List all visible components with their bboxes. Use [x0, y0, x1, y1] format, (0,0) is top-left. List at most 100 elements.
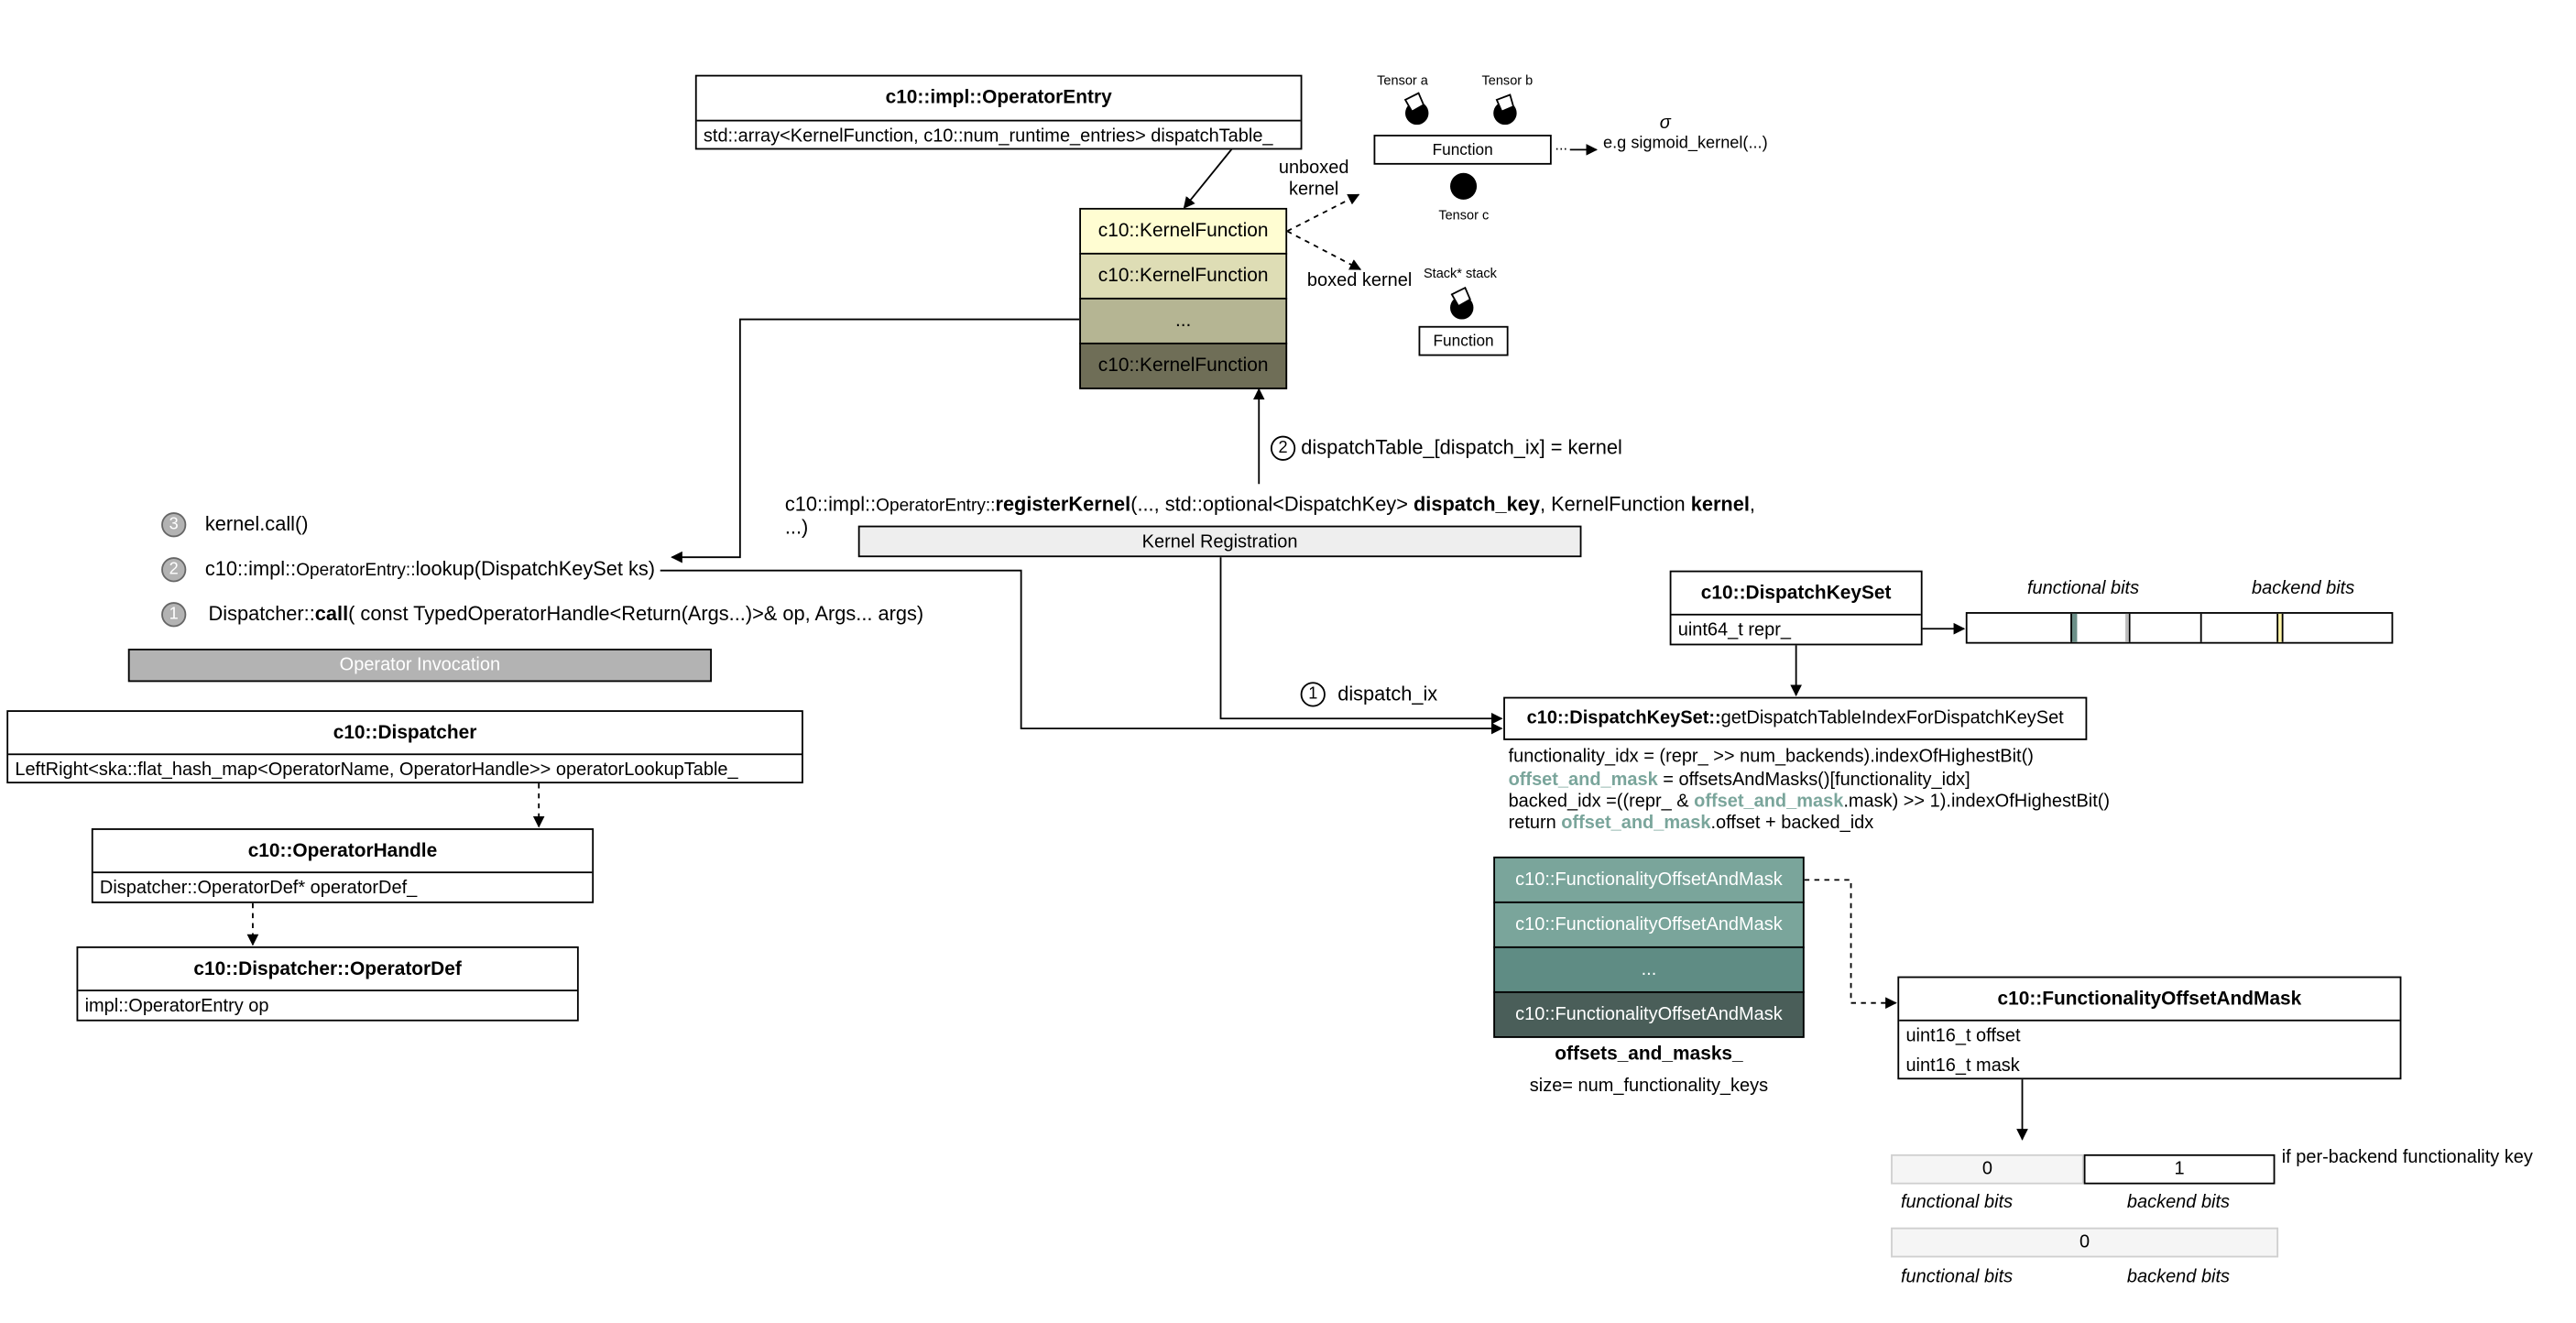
bit-marker-backend — [2276, 613, 2284, 642]
step1-dispatch-text: dispatch_ix — [1337, 682, 1438, 705]
mask-example-2-backend-label: backend bits — [2126, 1267, 2231, 1288]
sigma-symbol: σ — [1659, 113, 1671, 134]
mask-example-1-note: if per-backend functionality key — [2281, 1147, 2533, 1168]
invocation-step-3-text: kernel.call() — [204, 512, 309, 536]
stack-label: Stack* stack — [1423, 266, 1497, 281]
invocation-step-1-pre: Dispatcher:: — [208, 602, 315, 626]
bit-marker-gray — [2125, 613, 2129, 642]
code-line-3-var: offset_and_mask — [1694, 792, 1844, 812]
functionality-struct-mask: uint16_t mask — [1905, 1055, 2020, 1076]
mask-example-2-bar: 0 — [1891, 1227, 2279, 1258]
sig-class: OperatorEntry:: — [876, 495, 996, 516]
operator-invocation-bar: Operator Invocation — [127, 649, 712, 683]
sig-params-a: (..., std::optional<DispatchKey> — [1130, 492, 1414, 516]
invocation-step-1: 1 Dispatcher::call( const TypedOperatorH… — [161, 602, 924, 629]
tensor-a-label: Tensor a — [1377, 72, 1428, 89]
bit-divider-2 — [2199, 613, 2202, 642]
kernel-function-row: c10::KernelFunction — [1079, 252, 1288, 300]
sig-comma: , — [1749, 492, 1755, 516]
step2-register-line: 2 dispatchTable_[dispatch_ix] = kernel — [1270, 435, 1622, 462]
kernel-function-row: c10::KernelFunction — [1079, 207, 1288, 255]
boxed-function-box: Function — [1418, 325, 1509, 356]
mask-example-2-functional-label: functional bits — [1901, 1267, 2014, 1288]
mask-example-1-functional: 0 — [1891, 1154, 2084, 1185]
get-dispatch-index-box: c10::DispatchKeySet::getDispatchTableInd… — [1503, 696, 2088, 740]
invocation-step-1-post: ( const TypedOperatorHandle<Return(Args.… — [348, 602, 924, 626]
kernel-function-row: ... — [1079, 297, 1288, 344]
bit-divider-1 — [2128, 613, 2131, 642]
invocation-step-2-pre: c10::impl:: — [204, 557, 297, 581]
code-line-3-b: .mask) >> 1).indexOfHighestBit() — [1843, 792, 2111, 812]
code-line-4-var: offset_and_mask — [1561, 813, 1711, 834]
dispatcher-box: c10::Dispatcher LeftRight<ska::flat_hash… — [6, 710, 803, 784]
offsets-caption-size: size= num_functionality_keys — [1529, 1076, 1769, 1097]
invocation-step-2: 2 c10::impl::OperatorEntry::lookup(Dispa… — [161, 557, 655, 583]
invocation-step-2-small: OperatorEntry:: — [296, 560, 416, 581]
tensor-b-label: Tensor b — [1481, 72, 1534, 89]
functionality-struct-box: c10::FunctionalityOffsetAndMask uint16_t… — [1897, 976, 2402, 1080]
keyset-bit-array — [1965, 612, 2394, 644]
dispatch-keyset-box: c10::DispatchKeySet uint64_t repr_ — [1669, 570, 1923, 646]
sig-method: registerKernel — [995, 492, 1131, 516]
mask-example-1-functional-label: functional bits — [1901, 1192, 2014, 1213]
code-line-4: return offset_and_mask.offset + backed_i… — [1509, 814, 1874, 834]
kernel-function-row: c10::KernelFunction — [1079, 342, 1288, 389]
operator-handle-title: c10::OperatorHandle — [93, 830, 593, 874]
dispatch-keyset-field: uint64_t repr_ — [1677, 620, 1791, 640]
tensor-c-label: Tensor c — [1438, 207, 1490, 224]
tensor-c-dot-icon — [1450, 172, 1478, 200]
step1-dispatch-line: 1 dispatch_ix — [1300, 682, 1438, 708]
functionality-offset-row: c10::FunctionalityOffsetAndMask — [1493, 901, 1805, 948]
operator-def-field: impl::OperatorEntry op — [84, 996, 269, 1017]
functionality-offset-row: ... — [1493, 946, 1805, 993]
code-line-1: functionality_idx = (repr_ >> num_backen… — [1508, 747, 2034, 767]
functionality-offset-row: c10::FunctionalityOffsetAndMask — [1493, 856, 1805, 903]
code-line-4-b: .offset + backed_idx — [1710, 813, 1874, 834]
register-kernel-signature: c10::impl::OperatorEntry::registerKernel… — [785, 492, 1755, 515]
invocation-step-3: 3 kernel.call() — [161, 512, 309, 538]
invocation-step-2-post: lookup(DispatchKeySet ks) — [415, 557, 656, 581]
sig-namespace: c10::impl:: — [784, 492, 877, 516]
invocation-step-3-number: 3 — [161, 512, 187, 538]
operator-def-box: c10::Dispatcher::OperatorDef impl::Opera… — [76, 946, 579, 1022]
sig-dispatch-key: dispatch_key — [1413, 492, 1541, 516]
arrow-registration-to-index — [1219, 557, 1503, 725]
operator-entry-title: c10::impl::OperatorEntry — [696, 77, 1301, 122]
dispatcher-field: LeftRight<ska::flat_hash_map<OperatorNam… — [15, 759, 738, 780]
invocation-step-2-number: 2 — [161, 557, 187, 583]
code-line-2-rest: = offsetsAndMasks()[functionality_idx] — [1657, 770, 1970, 791]
register-kernel-signature-cont: ...) — [784, 515, 809, 540]
arrow-entry-to-table — [1183, 146, 1235, 209]
arrow-lookup-to-index — [660, 569, 1503, 735]
operator-def-title: c10::Dispatcher::OperatorDef — [78, 948, 577, 991]
operator-entry-box: c10::impl::OperatorEntry std::array<Kern… — [694, 74, 1303, 150]
backend-bits-label-top: backend bits — [2252, 578, 2355, 599]
step2-register-number: 2 — [1270, 436, 1296, 462]
invocation-step-1-number: 1 — [161, 602, 187, 629]
offsets-caption-name: offsets_and_masks_ — [1555, 1044, 1743, 1065]
code-line-2-var: offset_and_mask — [1508, 770, 1658, 791]
operator-handle-box: c10::OperatorHandle Dispatcher::Operator… — [91, 828, 595, 903]
kernel-registration-bar: Kernel Registration — [857, 525, 1582, 558]
functional-bits-label-top: functional bits — [2026, 578, 2140, 599]
sigmoid-example-label: e.g sigmoid_kernel(...) — [1603, 135, 1768, 154]
arrow-boxed — [1286, 230, 1362, 270]
functionality-offset-row: c10::FunctionalityOffsetAndMask — [1493, 990, 1805, 1038]
arrow-offsets-to-struct — [1804, 879, 1897, 1010]
sig-kernel: kernel — [1690, 492, 1750, 516]
operator-entry-field: std::array<KernelFunction, c10::num_runt… — [703, 126, 1273, 146]
stack-knob-icon — [1450, 286, 1474, 320]
unboxed-function-box: Function — [1373, 135, 1552, 165]
arrow-table-to-lookup — [671, 318, 1080, 563]
functionality-struct-offset: uint16_t offset — [1905, 1026, 2021, 1046]
boxed-kernel-label: boxed kernel — [1306, 270, 1413, 291]
invocation-step-1-bold: call — [314, 602, 349, 626]
step2-register-text: dispatchTable_[dispatch_ix] = kernel — [1301, 435, 1622, 460]
mask-example-1-backend-label: backend bits — [2126, 1192, 2231, 1213]
step1-dispatch-number: 1 — [1300, 682, 1326, 708]
get-index-class: c10::DispatchKeySet:: — [1526, 708, 1721, 729]
code-line-4-a: return — [1508, 813, 1562, 834]
unboxed-kernel-label: unboxed kernel — [1278, 158, 1349, 200]
